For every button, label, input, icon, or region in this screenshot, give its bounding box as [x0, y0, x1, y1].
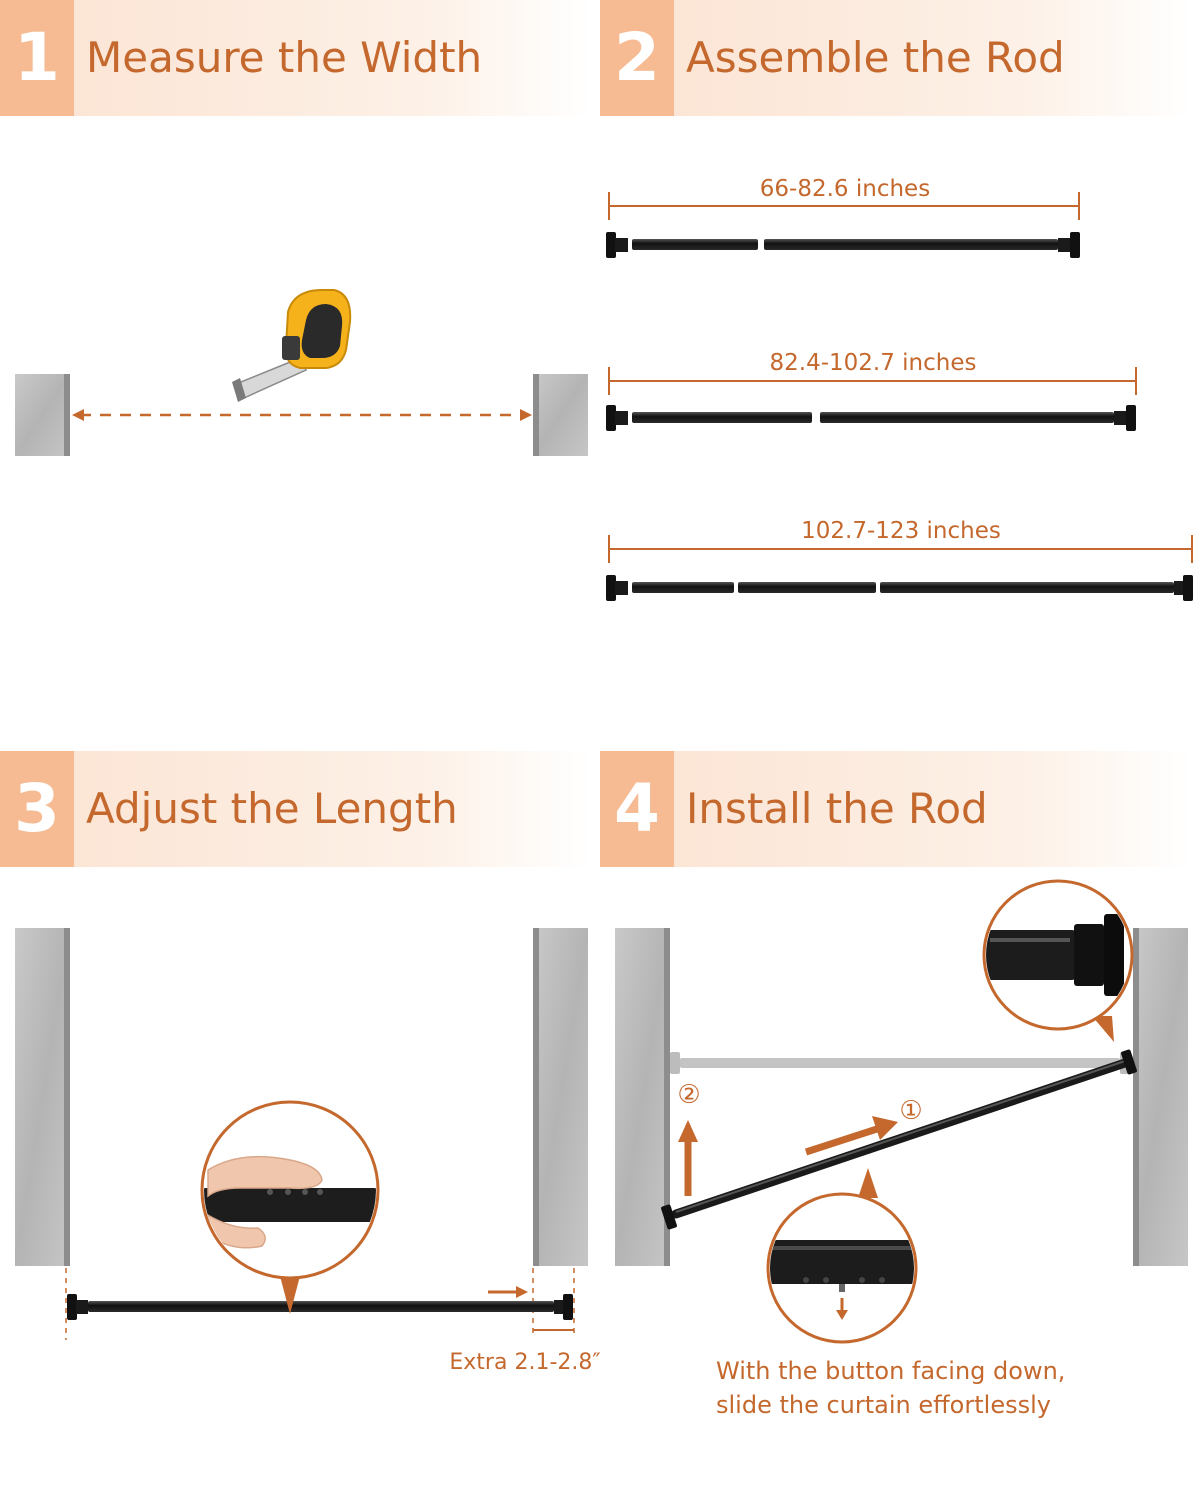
end-cap-detail [986, 914, 1124, 996]
step-2-header: 2 Assemble the Rod [600, 0, 1192, 116]
wall-right [1133, 928, 1188, 1266]
step-4-illustration [615, 879, 1188, 1344]
rod-short-length: 66-82.6 inches [759, 176, 931, 202]
tape-measure-icon [232, 289, 352, 402]
hand-icon [204, 1104, 376, 1276]
step-3-badge: 3 [0, 751, 74, 867]
rod-adjusted [67, 1294, 573, 1320]
rod-long [606, 575, 1193, 601]
step-2-illustration [606, 192, 1193, 601]
step-1-illustration [15, 289, 588, 456]
button-detail [770, 1240, 914, 1320]
extra-length-label: Extra 2.1-2.8″ [449, 1350, 601, 1375]
wall-left [615, 928, 670, 1266]
rod-medium-length: 82.4-102.7 inches [769, 350, 977, 376]
step-1-badge: 1 [0, 0, 74, 116]
step-2-badge: 2 [600, 0, 674, 116]
rod-medium [606, 405, 1136, 431]
step-1-title: Measure the Width [86, 33, 483, 82]
step-4-badge: 4 [600, 751, 674, 867]
rod-installing [661, 1049, 1137, 1230]
step-4-header: 4 Install the Rod [600, 751, 1192, 867]
step-3-title: Adjust the Length [86, 784, 458, 833]
wall-left [15, 374, 70, 456]
wall-left [15, 928, 70, 1266]
wall-right [533, 928, 588, 1266]
install-caption-line-1: With the button facing down, [716, 1357, 1066, 1385]
rod-long-length: 102.7-123 inches [801, 518, 1001, 544]
step-4-title: Install the Rod [686, 784, 988, 833]
wall-right [533, 374, 588, 456]
step-3-header: 3 Adjust the Length [0, 751, 592, 867]
step-2-title: Assemble the Rod [686, 33, 1065, 82]
install-caption-line-2: slide the curtain effortlessly [716, 1391, 1051, 1419]
rod-short [606, 232, 1080, 258]
step-two-marker: ② [677, 1080, 701, 1110]
step-one-marker: ① [899, 1096, 923, 1126]
step-1-header: 1 Measure the Width [0, 0, 592, 116]
step-3-illustration [15, 928, 588, 1340]
